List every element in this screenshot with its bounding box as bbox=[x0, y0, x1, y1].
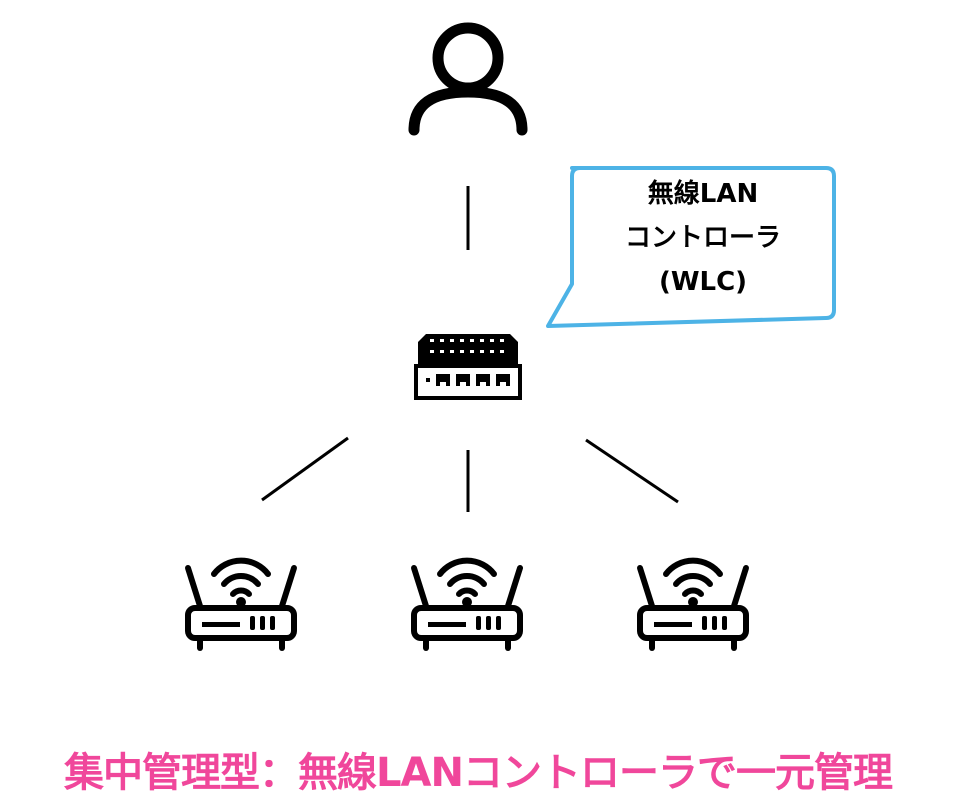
link-controller-to-ap-right bbox=[585, 438, 679, 504]
diagram-caption: 集中管理型：無線LANコントローラで一元管理 bbox=[64, 750, 893, 796]
callout-label: 無線LAN コントローラ (WLC) bbox=[572, 172, 834, 304]
network-switch-icon bbox=[414, 334, 522, 400]
wifi-router-icon bbox=[640, 561, 746, 648]
wifi-router-icon bbox=[188, 561, 294, 648]
wifi-router-icon bbox=[414, 561, 520, 648]
callout-bubble bbox=[546, 166, 836, 328]
callout-line-2: コントローラ bbox=[624, 223, 781, 253]
callout-line-1: 無線LAN bbox=[647, 179, 759, 209]
callout-line-3: (WLC) bbox=[658, 267, 748, 297]
user-icon bbox=[408, 22, 528, 136]
link-controller-to-ap-left bbox=[261, 436, 349, 502]
